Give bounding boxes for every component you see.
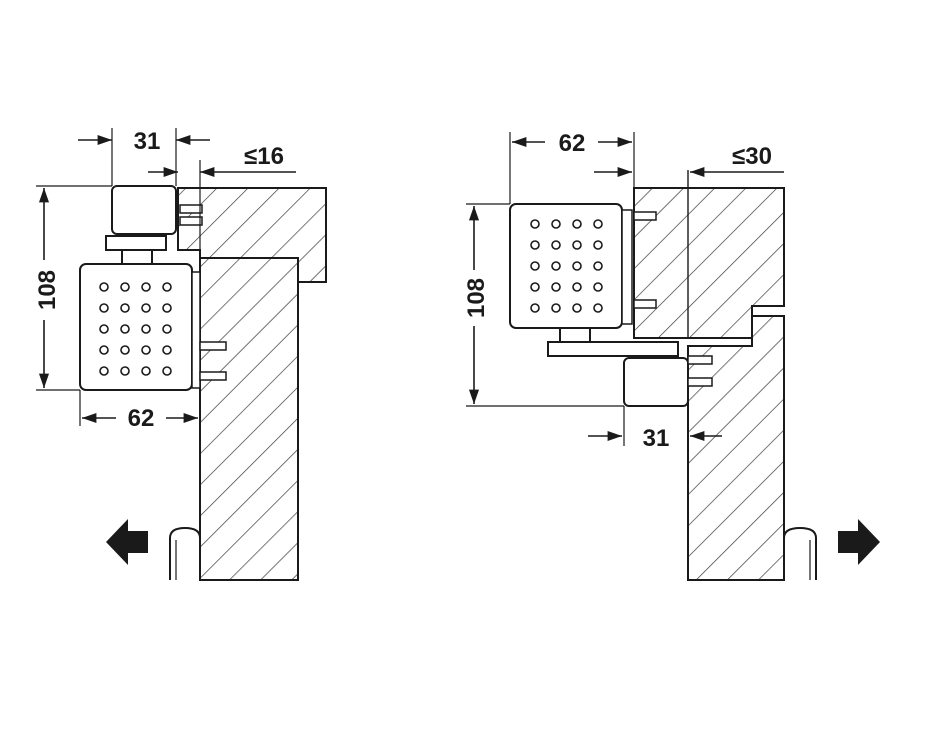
left-hole (99, 345, 109, 355)
right-dim-62-label: 62 (559, 130, 586, 157)
right-hole (593, 219, 603, 229)
right-hole (593, 240, 603, 250)
right-hole (551, 282, 561, 292)
right-hole (593, 303, 603, 313)
arrow-left-icon (106, 519, 148, 565)
right-hole (572, 261, 582, 271)
right-hole (572, 240, 582, 250)
right-hole (551, 219, 561, 229)
right-hole (572, 303, 582, 313)
left-screw (179, 216, 203, 226)
right-hole (572, 282, 582, 292)
right-dim-108-label: 108 (463, 278, 490, 318)
right-spindle-base (547, 341, 679, 357)
left-dim-16-label: ≤16 (244, 143, 284, 170)
right-hole (551, 261, 561, 271)
left-hole-grid (99, 282, 172, 376)
right-frame (633, 187, 785, 339)
right-hole (551, 303, 561, 313)
right-hole (530, 240, 540, 250)
left-spindle-base (105, 235, 167, 251)
right-spindle (559, 327, 591, 343)
left-dim-62-label: 62 (128, 405, 155, 432)
right-screw (633, 211, 657, 221)
right-screw (687, 377, 713, 387)
left-screw (199, 341, 227, 351)
left-screw (199, 371, 227, 381)
left-closer-body (79, 263, 193, 391)
left-hole (162, 282, 172, 292)
left-hole (99, 303, 109, 313)
left-hole (99, 366, 109, 376)
left-hole (99, 324, 109, 334)
left-hole (162, 345, 172, 355)
left-hole (141, 366, 151, 376)
arrow-right-icon (838, 519, 880, 565)
right-hole (593, 282, 603, 292)
left-hole (120, 366, 130, 376)
left-hole (141, 282, 151, 292)
right-dim-31-label: 31 (643, 425, 670, 452)
right-hole (572, 219, 582, 229)
left-dim-108-label: 108 (34, 270, 61, 310)
left-hole (162, 324, 172, 334)
left-dim-31-label: 31 (134, 128, 161, 155)
left-spindle (121, 249, 153, 265)
left-hole (162, 366, 172, 376)
right-hole (530, 261, 540, 271)
left-hole (141, 303, 151, 313)
right-screw (687, 355, 713, 365)
left-hinge (169, 526, 201, 580)
left-diagram: 31 ≤16 108 62 (34, 128, 327, 581)
left-hole (120, 324, 130, 334)
right-diagram: 62 ≤30 108 31 (463, 130, 880, 581)
left-closer-plate (191, 271, 201, 389)
left-hole (162, 303, 172, 313)
right-dim-30-label: ≤30 (732, 143, 772, 170)
left-hole (141, 324, 151, 334)
left-hole (141, 345, 151, 355)
left-hole (120, 303, 130, 313)
right-hole (593, 261, 603, 271)
right-arm-housing (623, 357, 689, 407)
right-hole (551, 240, 561, 250)
left-hole (120, 345, 130, 355)
left-screw (179, 204, 203, 214)
right-hole (530, 282, 540, 292)
left-hole (120, 282, 130, 292)
right-closer-body (509, 203, 623, 329)
left-arm-housing (111, 185, 177, 235)
right-screw (633, 299, 657, 309)
right-closer-plate (621, 209, 633, 325)
right-hole (530, 303, 540, 313)
left-door (199, 257, 299, 581)
right-hole-grid (530, 219, 603, 313)
right-hinge (783, 526, 817, 580)
left-hole (99, 282, 109, 292)
right-hole (530, 219, 540, 229)
